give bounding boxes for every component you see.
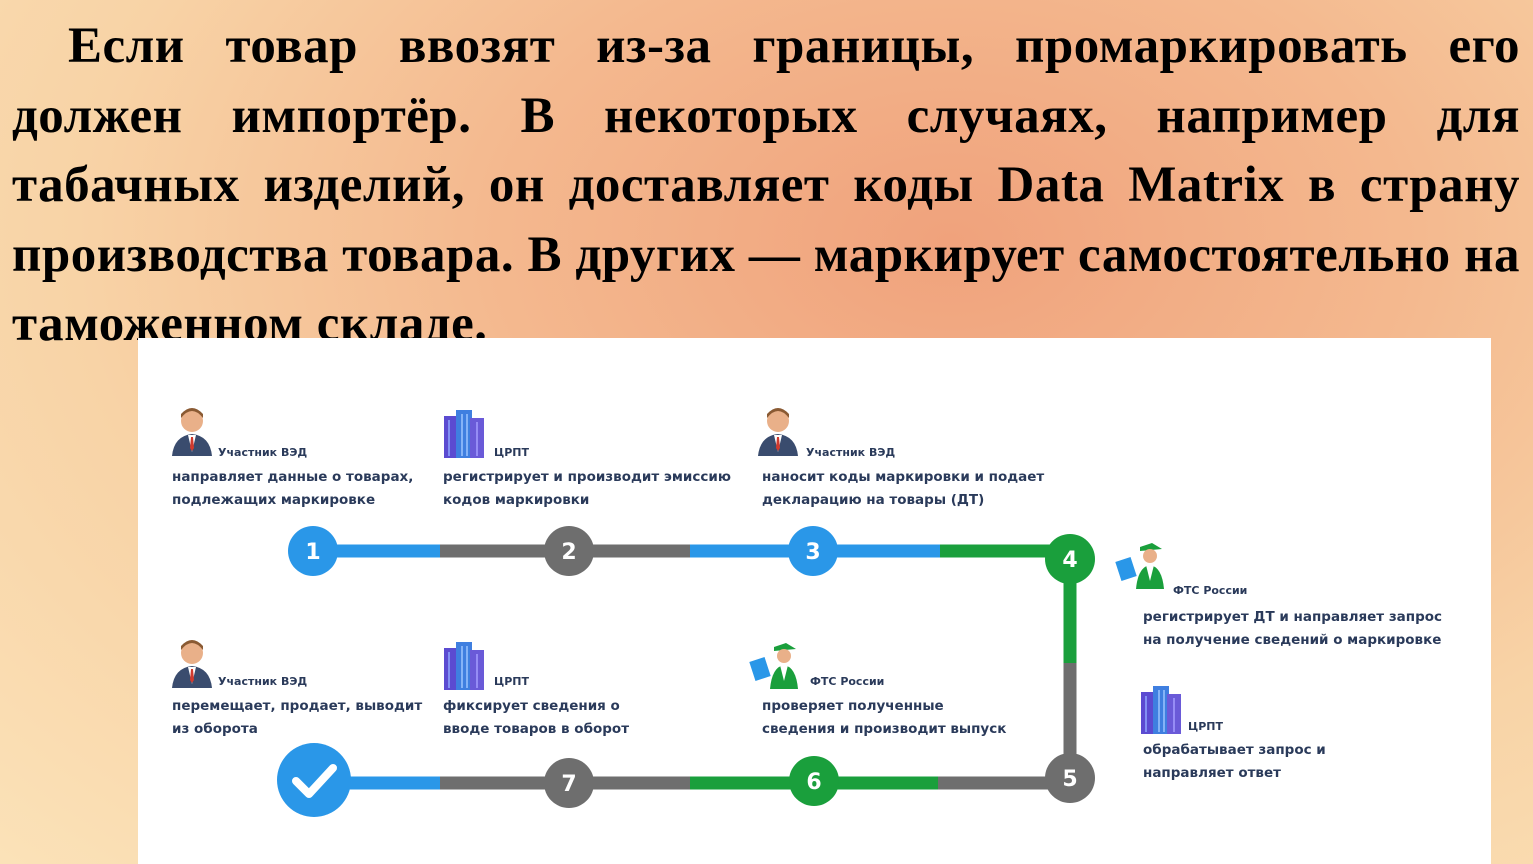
step-marker-1: 1: [288, 526, 338, 576]
svg-text:3: 3: [805, 540, 820, 565]
step-3-role: Участник ВЭД: [806, 446, 896, 459]
import-marking-process-diagram: 1 2 3 4 5 6 7: [138, 338, 1491, 864]
step-6-role: ФТС России: [810, 675, 885, 688]
building-icon: [444, 642, 484, 690]
step-7-text-content: фиксирует сведения о вводе товаров в обо…: [443, 698, 630, 737]
slide-paragraph: Если товар ввозят из-за границы, промарк…: [12, 18, 1520, 352]
step-1-text-content: направляет данные о товарах, подлежащих …: [172, 469, 414, 508]
step-5-text: обрабатывает запрос и направляет ответ: [1143, 739, 1403, 785]
building-icon: [1141, 686, 1181, 734]
step-final-text-content: перемещает, продает, выводит из оборота: [172, 698, 423, 737]
step-4-text: регистрирует ДТ и направляет запрос на п…: [1143, 606, 1453, 652]
step-marker-7: 7: [544, 758, 594, 808]
building-icon: [444, 410, 484, 458]
step-2-text: регистрирует и производит эмиссию кодов …: [443, 466, 743, 512]
step-4-text-content: регистрирует ДТ и направляет запрос на п…: [1143, 609, 1443, 648]
step-5-role: ЦРПТ: [1188, 720, 1223, 733]
step-2-text-content: регистрирует и производит эмиссию кодов …: [443, 469, 731, 508]
step-marker-4: 4: [1045, 534, 1095, 584]
svg-text:5: 5: [1062, 767, 1077, 792]
step-7-text: фиксирует сведения о вводе товаров в обо…: [443, 695, 703, 741]
svg-text:1: 1: [305, 540, 320, 565]
svg-text:4: 4: [1062, 548, 1077, 573]
step-marker-2: 2: [544, 526, 594, 576]
step-marker-6: 6: [789, 756, 839, 806]
step-final-text: перемещает, продает, выводит из оборота: [172, 695, 432, 741]
step-1-text: направляет данные о товарах, подлежащих …: [172, 466, 432, 512]
customs-officer-icon: [749, 643, 798, 689]
step-1-role: Участник ВЭД: [218, 446, 308, 459]
checkmark-icon: [277, 743, 351, 817]
step-3-text: наносит коды маркировки и подает деклара…: [762, 466, 1062, 512]
step-7-role: ЦРПТ: [494, 675, 529, 688]
step-marker-5: 5: [1045, 753, 1095, 803]
svg-text:2: 2: [561, 540, 576, 565]
person-icon: [172, 640, 212, 688]
svg-text:6: 6: [806, 770, 821, 795]
step-marker-3: 3: [788, 526, 838, 576]
customs-officer-icon: [1115, 543, 1164, 589]
person-icon: [758, 408, 798, 456]
process-flow-graphic: 1 2 3 4 5 6 7: [172, 408, 1181, 817]
svg-text:7: 7: [561, 772, 576, 797]
step-3-text-content: наносит коды маркировки и подает деклара…: [762, 469, 1045, 508]
step-final-role: Участник ВЭД: [218, 675, 308, 688]
step-5-text-content: обрабатывает запрос и направляет ответ: [1143, 742, 1326, 781]
step-6-text-content: проверяет полученные сведения и производ…: [762, 698, 1007, 737]
step-6-text: проверяет полученные сведения и производ…: [762, 695, 1042, 741]
person-icon: [172, 408, 212, 456]
step-2-role: ЦРПТ: [494, 446, 529, 459]
step-4-role: ФТС России: [1173, 584, 1248, 597]
